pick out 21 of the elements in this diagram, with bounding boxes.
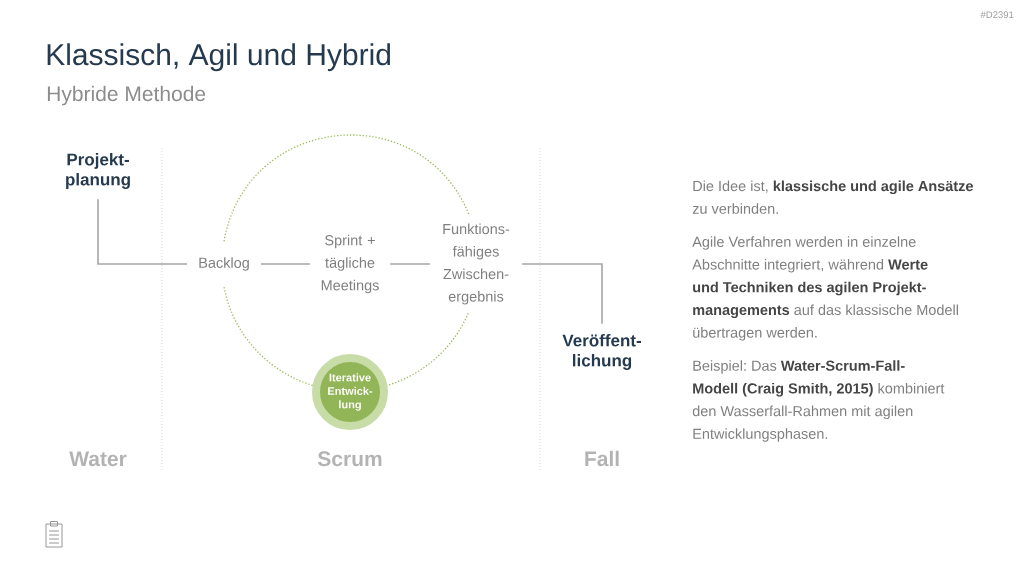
step-label: Backlog — [199, 257, 249, 271]
paragraph: Die Idee ist, klassische und agile Ansätze zu verbinden. — [692, 180, 973, 214]
phase-label: Projekt- planung — [66, 153, 130, 189]
step-label: Funktions- fähiges Zwischen- ergebnis — [443, 223, 510, 305]
title: Klassisch, Agil und Hybrid — [47, 43, 390, 72]
connector-line — [97, 198, 188, 265]
slide-id: #D2391 — [980, 11, 1014, 19]
dotted-arc — [386, 312, 469, 387]
dotted-arc — [223, 134, 470, 242]
subtitle: Hybride Methode — [47, 85, 206, 106]
phase-label: Veröffent- lichung — [562, 334, 641, 370]
connector-line — [260, 263, 311, 265]
column-heading: Scrum — [317, 451, 382, 467]
step-label: Sprint + tägliche Meetings — [321, 234, 379, 294]
column-heading: Water — [69, 451, 127, 467]
paragraph: Agile Verfahren werden in einzelne Abschnitte integriert, während Werte und Techniken des agilen Projekt- managements auf das klassische Modell übertragen werden. — [692, 236, 958, 341]
paragraph: Beispiel: Das Water-Scrum-Fall-Modell (Craig Smith, 2015) kombiniert den Wasserfall-Rahmen mit agilen Entwicklungsphasen. — [692, 360, 945, 442]
connector-line — [521, 263, 603, 325]
column-heading: Fall — [585, 450, 619, 467]
connector-line — [389, 263, 431, 265]
dotted-arc — [223, 286, 314, 387]
